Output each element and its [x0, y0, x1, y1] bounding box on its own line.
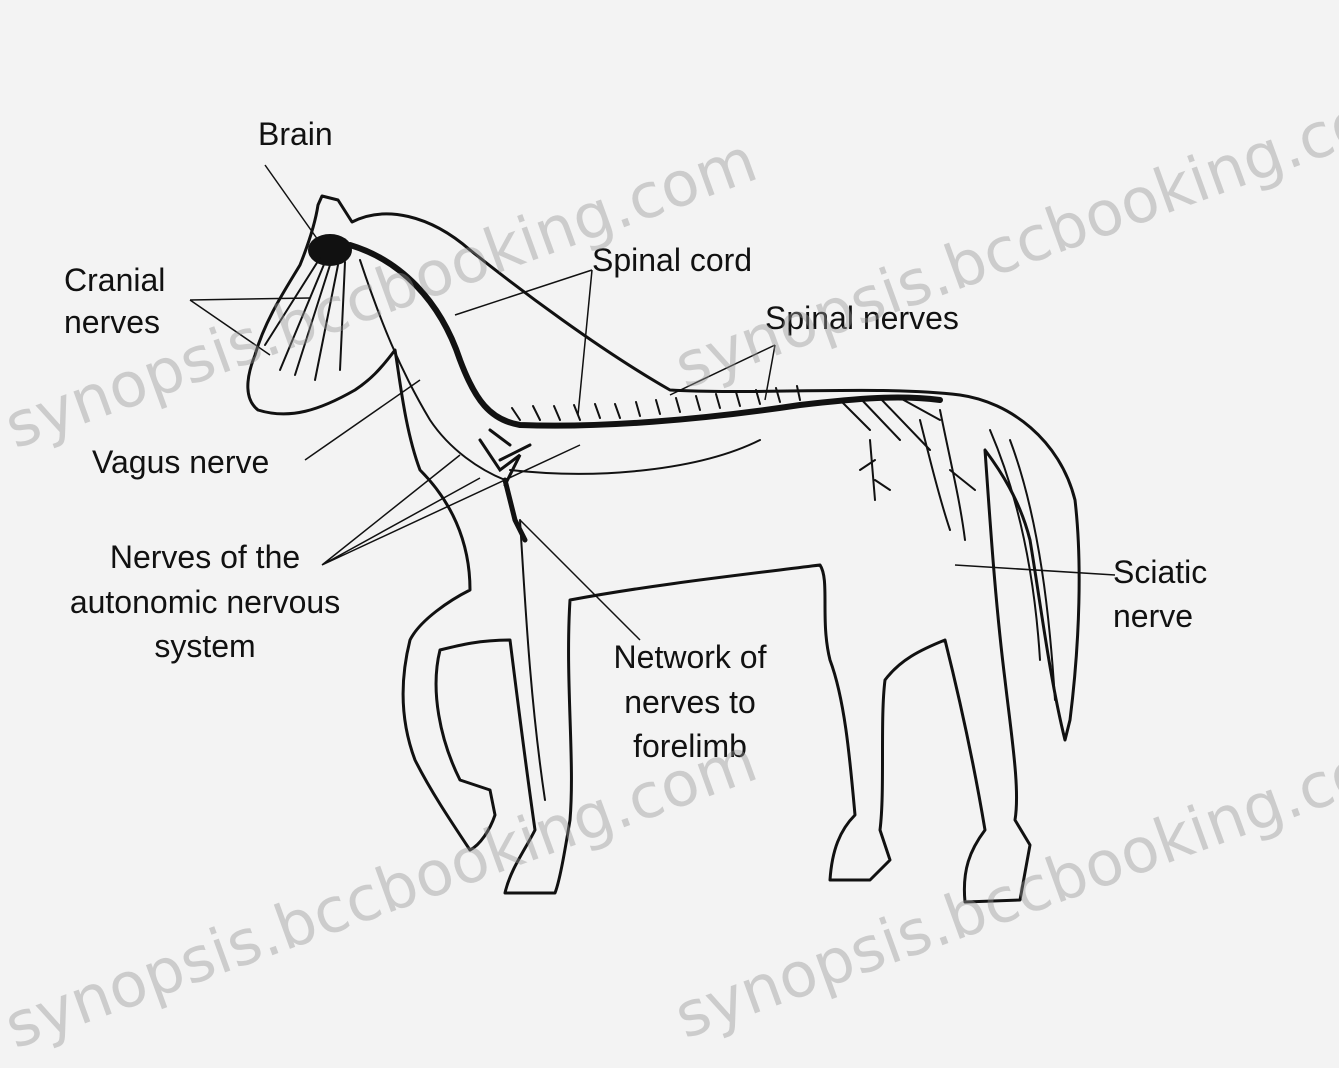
label-forelimb-line2: nerves to — [580, 680, 800, 724]
forelimb-nerve-network — [505, 480, 525, 540]
label-autonomic-line2: autonomic nervous — [40, 580, 370, 624]
label-brain: Brain — [258, 112, 333, 156]
cranial-nerves-fan — [265, 258, 345, 380]
label-spinal-cord: Spinal cord — [592, 238, 752, 282]
autonomic-plexus — [480, 430, 530, 485]
leader-forelimb — [520, 520, 640, 640]
label-sciatic-line2: nerve — [1113, 594, 1193, 638]
tail-line — [990, 430, 1040, 660]
label-cranial-nerves-line2: nerves — [64, 300, 160, 344]
label-vagus-nerve: Vagus nerve — [92, 440, 269, 484]
label-sciatic-line1: Sciatic — [1113, 550, 1207, 594]
leader-vagus — [305, 380, 420, 460]
label-forelimb-line1: Network of — [580, 635, 800, 679]
label-cranial-nerves-line1: Cranial — [64, 258, 165, 302]
abdominal-nerve — [510, 440, 760, 474]
label-forelimb-line3: forelimb — [580, 724, 800, 768]
leader-brain — [265, 165, 318, 240]
leader-cranial — [190, 298, 310, 355]
sciatic-nerve-path — [860, 410, 975, 540]
label-autonomic-line1: Nerves of the — [40, 535, 370, 579]
label-autonomic-line3: system — [40, 624, 370, 668]
label-spinal-nerves: Spinal nerves — [765, 296, 959, 340]
